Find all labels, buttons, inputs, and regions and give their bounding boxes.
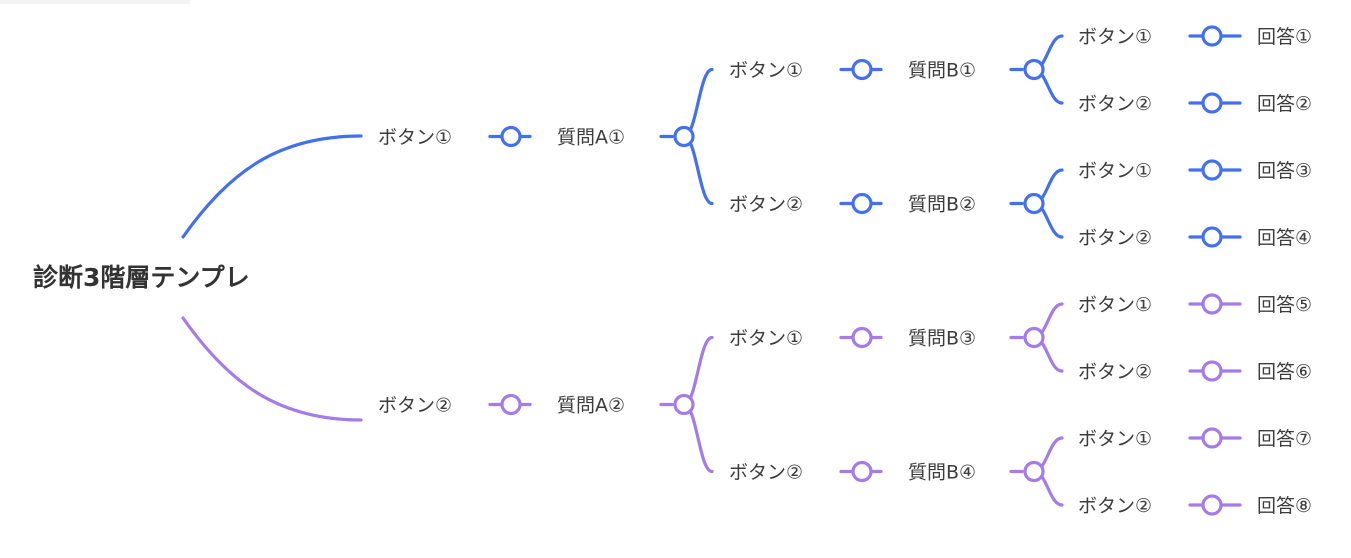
branch-2-child-2-question[interactable]: 質問B④: [908, 462, 976, 484]
branch-2-question[interactable]: 質問A②: [557, 395, 625, 417]
branch-2-child-2-answer-2-button[interactable]: ボタン②: [1078, 495, 1152, 517]
branch-1-split-upper: [682, 67, 714, 139]
links-layer: [181, 34, 1242, 507]
branch-1-button-joint[interactable]: [500, 125, 522, 148]
branch-1-question-joint[interactable]: [673, 125, 695, 148]
branch-1-child-1-answer-1-button[interactable]: ボタン①: [1078, 26, 1152, 48]
branch-1-child-1-answer-2-joint[interactable]: [1201, 92, 1223, 114]
branch-2-child-2-answer-2-joint[interactable]: [1201, 494, 1223, 516]
branch-2-child-2-button-joint[interactable]: [851, 460, 873, 483]
branch-2-child-2-answer-1-button[interactable]: ボタン①: [1078, 428, 1152, 450]
branch-2-child-1-question-joint[interactable]: [1023, 326, 1045, 349]
branch-2-child-2-question-joint[interactable]: [1023, 460, 1045, 483]
branch-2-child-1-answer-2-joint[interactable]: [1201, 360, 1223, 382]
branch-2-child-2-answer-1-joint[interactable]: [1201, 427, 1223, 449]
branch-1-child-2-button-joint[interactable]: [851, 192, 873, 215]
branch-1-child-2-answer-1-label[interactable]: 回答③: [1257, 160, 1312, 182]
branch-1-child-1-answer-2-button[interactable]: ボタン②: [1078, 93, 1152, 115]
branch-2-child-1-answer-2-button[interactable]: ボタン②: [1078, 361, 1152, 383]
branch-1-child-2-answer-2-label[interactable]: 回答④: [1257, 227, 1312, 249]
branch-2-child-1-button[interactable]: ボタン①: [729, 328, 803, 350]
branch-2-child-2-answer-1-label[interactable]: 回答⑦: [1257, 428, 1312, 450]
branch-2-split-lower: [682, 402, 714, 474]
branch-1-child-2-button[interactable]: ボタン②: [729, 194, 803, 216]
branch-2-child-1-question[interactable]: 質問B③: [908, 328, 976, 350]
branch-2-child-1-answer-1-button[interactable]: ボタン①: [1078, 294, 1152, 316]
branch-2-root-link: [181, 316, 363, 422]
branch-2-child-1-button-joint[interactable]: [851, 326, 873, 349]
branch-1-child-1-answer-1-label[interactable]: 回答①: [1257, 26, 1312, 48]
root-topic[interactable]: 診断3階層テンプレ: [33, 263, 250, 292]
branch-1-root-link: [181, 134, 363, 239]
branch-1-child-2-answer-1-button[interactable]: ボタン①: [1078, 160, 1152, 182]
branch-2-button[interactable]: ボタン②: [378, 395, 452, 417]
branch-1-child-2-question[interactable]: 質問B②: [908, 194, 976, 216]
branch-2-button-joint[interactable]: [500, 393, 522, 416]
branch-2-child-1-answer-1-joint[interactable]: [1201, 293, 1223, 315]
branch-1-child-2-answer-2-joint[interactable]: [1201, 226, 1223, 248]
branch-1-child-2-question-joint[interactable]: [1023, 192, 1045, 215]
branch-2-child-1-answer-1-label[interactable]: 回答⑤: [1257, 294, 1312, 316]
branch-1-child-1-button-joint[interactable]: [851, 58, 873, 81]
branch-2-child-2-answer-2-label[interactable]: 回答⑧: [1257, 495, 1312, 517]
branch-1-child-1-question[interactable]: 質問B①: [908, 60, 976, 82]
branch-1-child-1-answer-2-label[interactable]: 回答②: [1257, 93, 1312, 115]
branch-1-question[interactable]: 質問A①: [557, 127, 625, 149]
branch-2-split-upper: [682, 335, 714, 407]
branch-1-button[interactable]: ボタン①: [378, 127, 452, 149]
nodes-layer: 診断3階層テンプレ ボタン① 質問A① ボタン① 質問B① ボタン① 回答① ボタン② 回答②…: [33, 25, 1312, 517]
branch-1-child-2-answer-2-button[interactable]: ボタン②: [1078, 227, 1152, 249]
branch-1-child-2-answer-1-joint[interactable]: [1201, 159, 1223, 181]
branch-2-child-1-answer-2-label[interactable]: 回答⑥: [1257, 361, 1312, 383]
branch-1-child-1-button[interactable]: ボタン①: [729, 60, 803, 82]
top-left-shade: [0, 0, 190, 4]
branch-1-child-1-answer-1-joint[interactable]: [1201, 25, 1223, 47]
branch-2-child-2-button[interactable]: ボタン②: [729, 462, 803, 484]
branch-1-child-1-question-joint[interactable]: [1023, 58, 1045, 81]
branch-1-split-lower: [682, 134, 714, 206]
branch-2-question-joint[interactable]: [673, 393, 695, 416]
